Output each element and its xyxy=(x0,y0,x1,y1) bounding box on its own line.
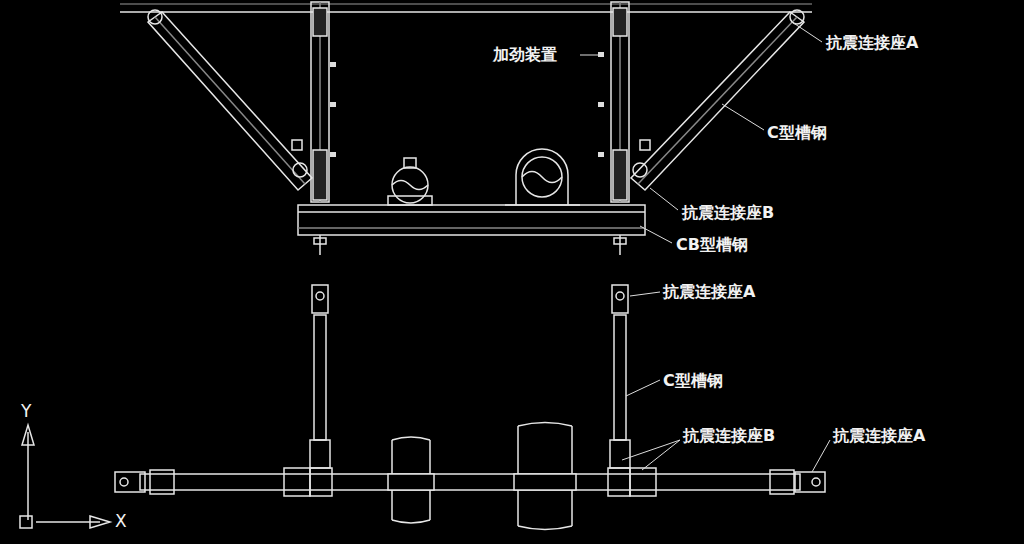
axis-label: X xyxy=(114,512,128,530)
callout-label: 抗震连接座A xyxy=(662,283,756,301)
callout-label: C型槽钢 xyxy=(766,124,828,142)
callout-label: 加劲装置 xyxy=(492,46,558,64)
axis-label: Y xyxy=(20,402,32,420)
callout-label: 抗震连接座A xyxy=(832,427,926,445)
callout-label: 抗震连接座B xyxy=(682,427,776,445)
callout-label: CB型槽钢 xyxy=(675,236,749,254)
callout-label: C型槽钢 xyxy=(662,372,724,390)
callout-label: 抗震连接座B xyxy=(681,204,775,222)
callout-label: 抗震连接座A xyxy=(825,34,919,52)
